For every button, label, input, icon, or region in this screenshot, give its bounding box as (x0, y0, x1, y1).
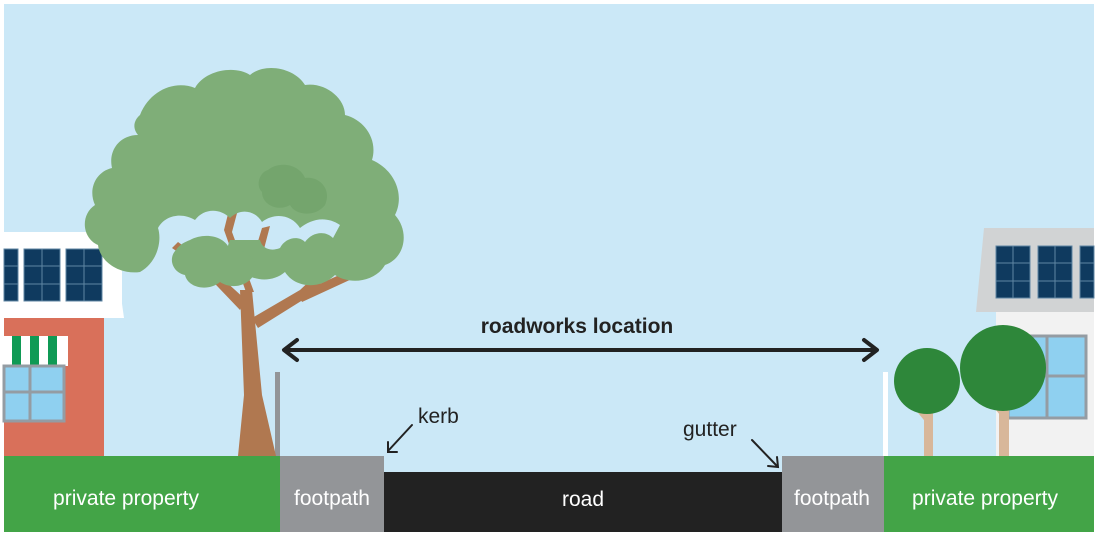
road-label: road (562, 488, 604, 511)
footpath-right (782, 456, 884, 532)
right-shrubs (894, 325, 1046, 456)
left-house-window (2, 364, 66, 423)
property-left-label: private property (53, 487, 199, 510)
gutter-pointer-arrow (751, 439, 780, 469)
shrub-small (894, 348, 960, 414)
right-fence-post (883, 372, 888, 456)
left-house-awning (4, 336, 68, 366)
shrub-large (960, 325, 1046, 411)
left-fence-post (275, 372, 280, 456)
gutter-label: gutter (683, 418, 737, 441)
kerb-pointer-arrow (387, 424, 413, 453)
left-house-solar-panels (3, 248, 103, 302)
kerb-label: kerb (418, 405, 459, 428)
roadworks-extent-arrow (282, 338, 879, 362)
right-house-roof (976, 228, 1094, 312)
grass-left (4, 456, 280, 532)
roadworks-location-title: roadworks location (481, 315, 674, 338)
grass-right (884, 456, 1094, 532)
left-house (2, 232, 124, 456)
footpath-left-label: footpath (294, 487, 370, 510)
street-tree (84, 67, 404, 456)
property-right-label: private property (912, 487, 1058, 510)
footpath-left (280, 456, 384, 532)
footpath-right-label: footpath (794, 487, 870, 510)
right-house-solar-panels (995, 245, 1095, 299)
road (384, 472, 782, 532)
